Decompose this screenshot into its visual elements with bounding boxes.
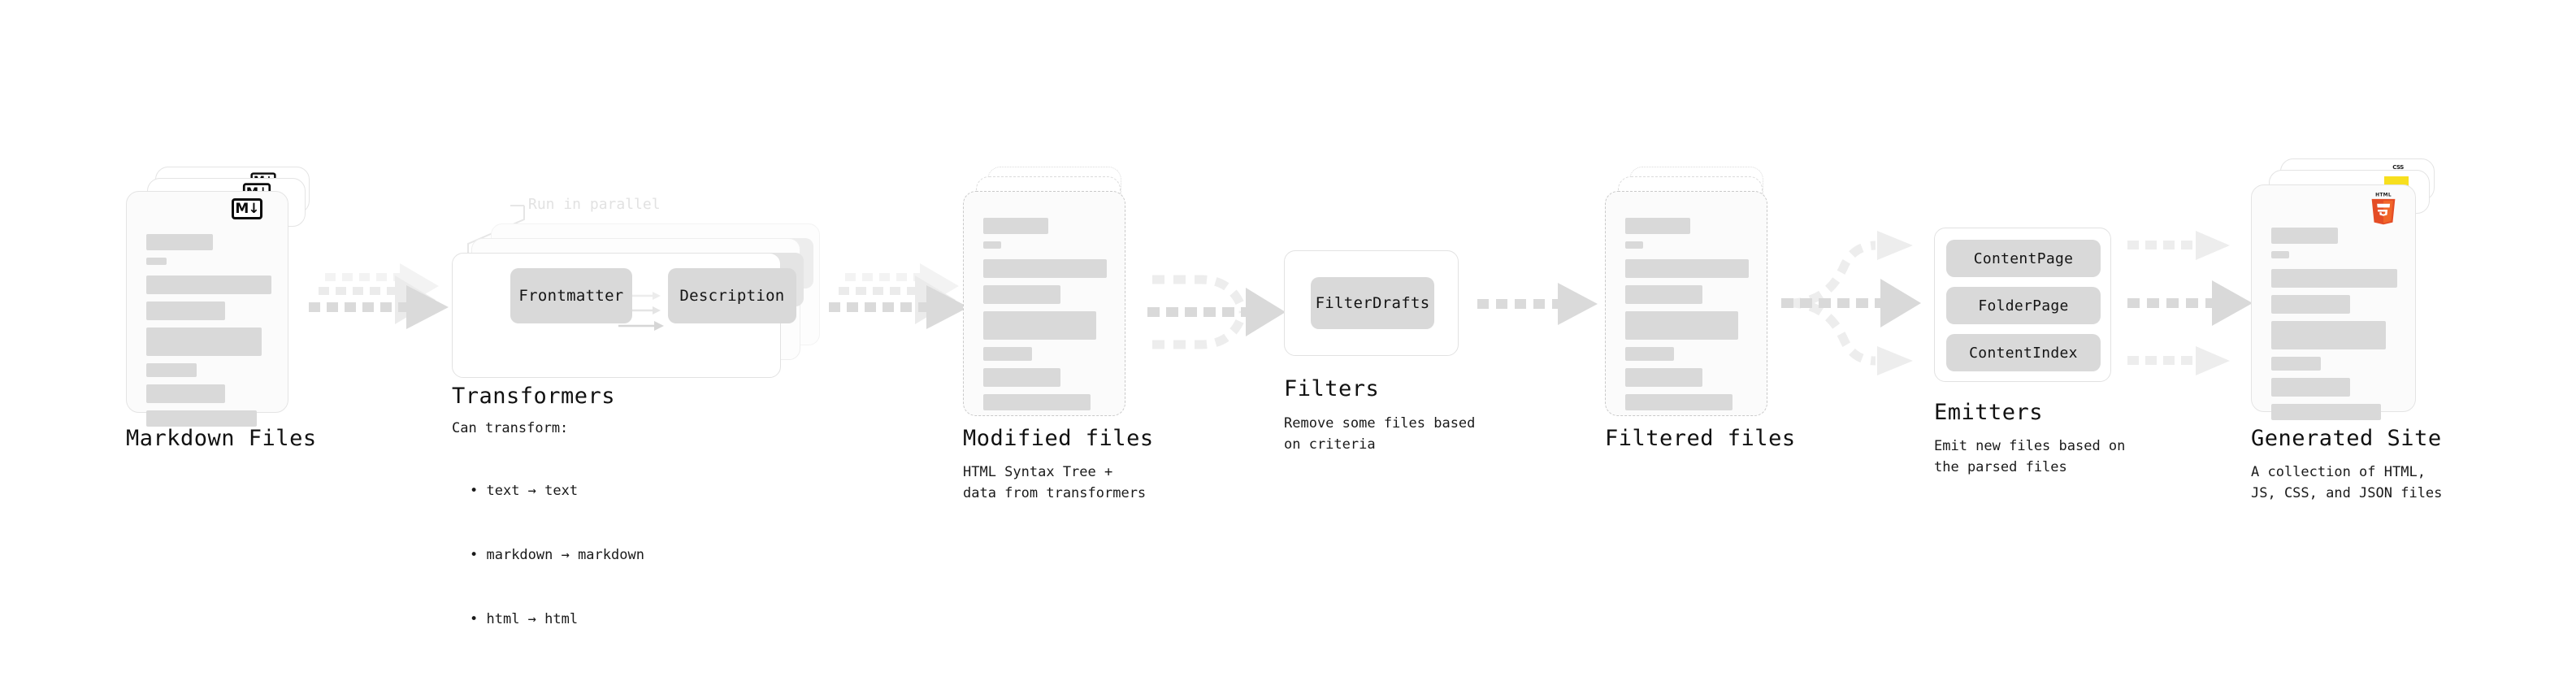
filter-pill-filterdrafts-label: FilterDrafts [1315, 294, 1430, 312]
modified-content-bars [983, 218, 1108, 418]
arrow-emitters-to-site [2127, 231, 2253, 375]
transformer-pill-description-label: Description [679, 287, 785, 305]
emitters-group: ContentPage FolderPage ContentIndex [1934, 228, 2111, 382]
arrow-modified-to-filters [1147, 275, 1286, 349]
generated-site-title: Generated Site [2251, 426, 2442, 451]
filtered-files-title: Filtered files [1605, 426, 1796, 451]
transformers-bullet-0: • text → text [470, 482, 579, 499]
filtered-content-bars [1625, 218, 1750, 418]
transformers-title: Transformers [452, 384, 616, 409]
transformer-pill-frontmatter[interactable]: Frontmatter [510, 268, 632, 323]
emitters-subtitle: Emit new files based on the parsed files [1934, 438, 2126, 476]
arrow-filters-to-filtered [1477, 283, 1598, 325]
run-in-parallel-label: Run in parallel [528, 196, 661, 213]
transformers-group: Frontmatter Description [452, 223, 826, 378]
emitter-pill-contentindex-label: ContentIndex [1969, 344, 2078, 362]
transformers-subtitle: Can transform: [452, 420, 569, 436]
emitter-pill-contentpage-label: ContentPage [1973, 249, 2074, 267]
markdown-files-title: Markdown Files [126, 426, 317, 451]
emitter-pill-contentpage[interactable]: ContentPage [1946, 240, 2101, 277]
transformer-pill-frontmatter-label: Frontmatter [518, 287, 624, 305]
svg-text:HTML: HTML [2375, 193, 2392, 198]
modified-files-title: Modified files [963, 426, 1154, 451]
markdown-sheet-front [126, 191, 288, 427]
modified-files-stack [963, 167, 1142, 419]
filters-title: Filters [1284, 376, 1380, 401]
markdown-files-stack: M↓ M↓ M↓ [126, 167, 321, 427]
emitter-pill-contentindex[interactable]: ContentIndex [1946, 334, 2101, 371]
modified-files-subtitle: HTML Syntax Tree + data from transformer… [963, 464, 1147, 502]
filtered-files-stack [1605, 167, 1784, 419]
transformers-bullet-2: • html → html [470, 610, 579, 627]
filters-subtitle: Remove some files based on criteria [1284, 415, 1476, 453]
transformer-pill-description[interactable]: Description [668, 268, 796, 323]
html5-badge: HTML [2371, 193, 2396, 225]
modified-sheet-front [963, 191, 1125, 416]
filtered-sheet-front [1605, 191, 1767, 416]
filter-pill-filterdrafts[interactable]: FilterDrafts [1311, 277, 1434, 329]
arrow-transformers-to-modified [829, 263, 969, 329]
markdown-badge-front: M↓ [232, 198, 262, 219]
generated-site-subtitle: A collection of HTML, JS, CSS, and JSON … [2251, 464, 2443, 502]
markdown-content-bars [146, 234, 271, 434]
arrow-markdown-to-transformers [309, 263, 449, 329]
arrow-filtered-to-emitters [1781, 231, 1921, 375]
site-content-bars [2271, 228, 2399, 427]
filters-group: FilterDrafts [1284, 250, 1459, 356]
emitters-title: Emitters [1934, 400, 2044, 425]
generated-site-stack: CSS HTML [2251, 158, 2446, 420]
transformers-bullet-1: • markdown → markdown [470, 546, 644, 563]
emitter-pill-folderpage-label: FolderPage [1978, 297, 2069, 314]
transformers-bullets: • text → text • markdown → markdown • ht… [470, 437, 644, 673]
emitter-pill-folderpage[interactable]: FolderPage [1946, 287, 2101, 324]
